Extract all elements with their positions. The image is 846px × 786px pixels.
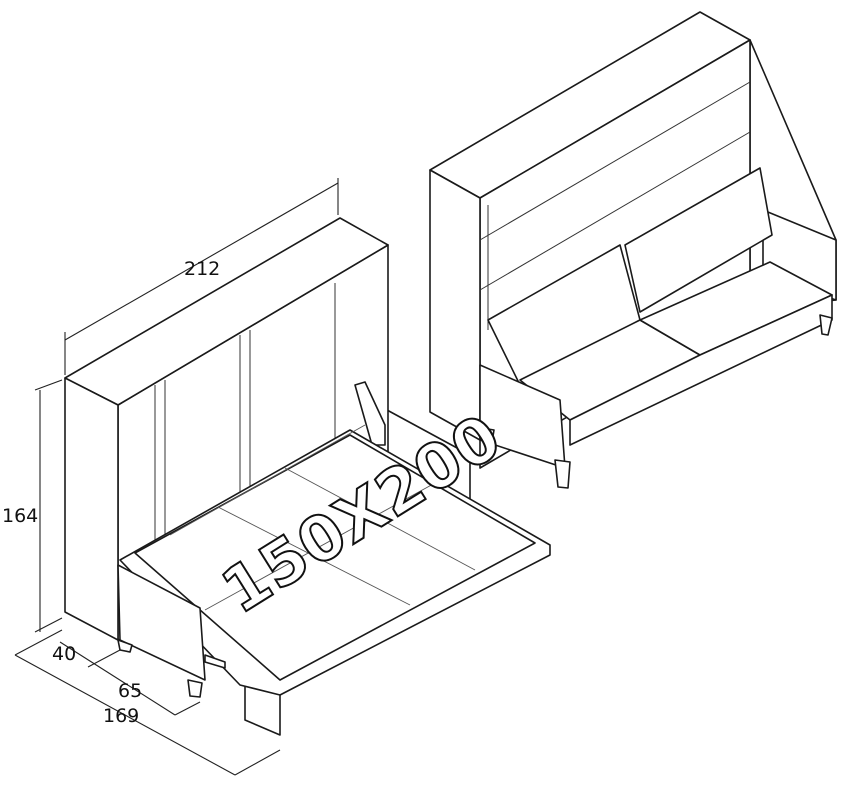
open-depth-dimension: 169 [103,705,139,727]
open-unit-bed: 150X200 [64,217,551,736]
sofa-depth-dimension: 65 [118,680,142,702]
height-dimension: 164 [2,505,38,527]
dimension-lines [14,178,339,776]
width-dimension: 212 [184,258,220,280]
closed-unit-sofa [429,11,837,489]
closed-depth-dimension: 40 [52,643,76,665]
